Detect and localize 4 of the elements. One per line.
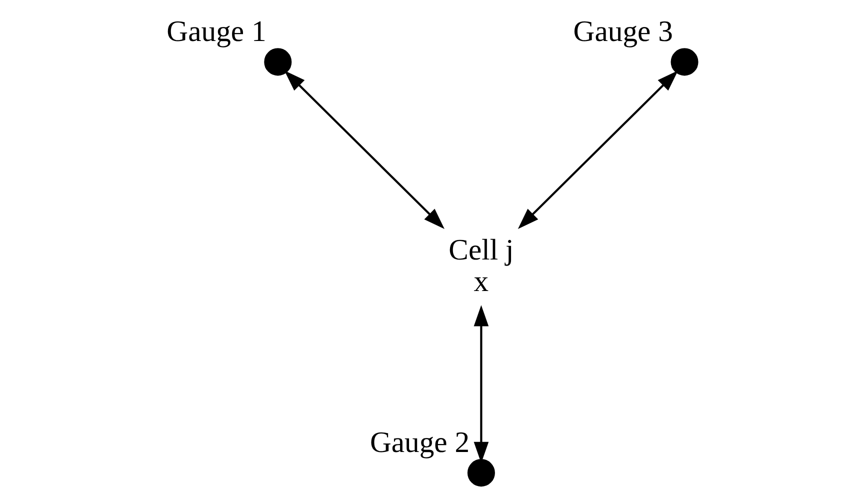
node-label: Gauge 3 bbox=[572, 16, 672, 48]
node-label: Gauge 2 bbox=[369, 426, 470, 459]
node-text: Cell j x bbox=[448, 234, 514, 298]
node-label: Gauge 1 bbox=[166, 16, 266, 48]
